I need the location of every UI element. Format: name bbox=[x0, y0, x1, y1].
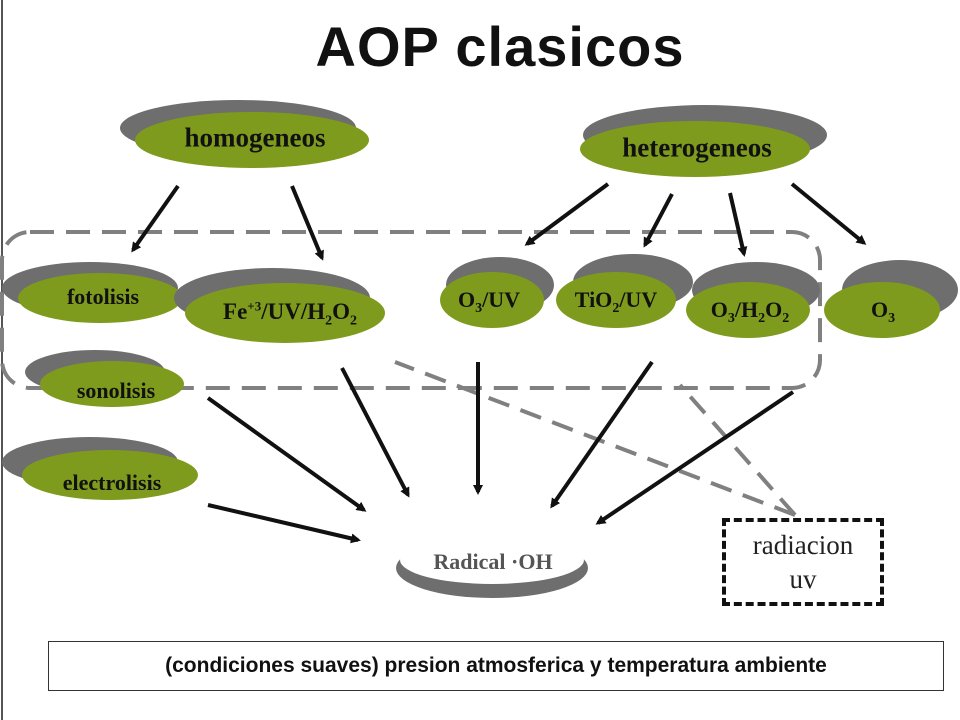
label-sonolisis: sonolisis bbox=[76, 378, 156, 403]
radiation-line2: uv bbox=[789, 564, 817, 594]
conditions-footer: (condiciones suaves) presion atmosferica… bbox=[48, 641, 944, 691]
arrow-heterogeneos-tio2-uv bbox=[643, 193, 674, 248]
radiation-line1: radiacion bbox=[752, 530, 854, 560]
node-fenton bbox=[174, 268, 385, 343]
arrow-heterogeneos-o3 bbox=[790, 182, 867, 245]
arrow-tio2-uv-radical bbox=[550, 360, 654, 509]
arrow-homogeneos-fotolisis bbox=[131, 184, 180, 253]
node-homogeneos bbox=[120, 100, 369, 168]
node-fotolisis bbox=[2, 262, 182, 323]
radiation-uv-box: radiacion uv bbox=[722, 518, 884, 606]
label-electrolisis: electrolisis bbox=[62, 470, 162, 495]
label-tio2-uv: TiO2/UV bbox=[574, 286, 658, 317]
radiation-link-line-left bbox=[394, 360, 796, 517]
label-o3: O3 bbox=[870, 296, 896, 327]
node-o3-h2o2 bbox=[686, 262, 820, 338]
node-sonolisis bbox=[25, 350, 184, 407]
arrow-electrolisis-radical bbox=[207, 503, 361, 544]
uv-group-dashed-frame bbox=[0, 230, 822, 390]
label-radical-oh: Radical ·OH bbox=[433, 549, 553, 574]
page-title: AOP clasicos bbox=[315, 15, 685, 78]
label-fotolisis: fotolisis bbox=[66, 284, 140, 309]
radiation-link-line-right bbox=[678, 383, 797, 517]
arrow-homogeneos-fenton bbox=[290, 185, 324, 261]
node-o3-uv bbox=[440, 257, 554, 328]
node-o3 bbox=[824, 260, 958, 338]
label-heterogeneos: heterogeneos bbox=[622, 132, 772, 163]
node-tio2-uv bbox=[556, 254, 693, 328]
label-fenton: Fe+3/UV/H2O2 bbox=[223, 298, 357, 329]
arrow-heterogeneos-o3-h2o2 bbox=[728, 192, 748, 257]
arrow-fenton-radical bbox=[340, 367, 410, 498]
node-heterogeneos bbox=[580, 105, 827, 177]
label-o3-uv: O3/UV bbox=[457, 286, 521, 317]
node-electrolisis bbox=[2, 437, 198, 500]
arrow-sonolisis-radical bbox=[206, 396, 367, 512]
arrow-heterogeneos-o3-uv bbox=[524, 182, 610, 246]
node-radical-oh bbox=[396, 536, 588, 598]
left-border-line bbox=[1, 0, 3, 720]
label-homogeneos: homogeneos bbox=[184, 122, 326, 153]
label-o3-h2o2: O3/H2O2 bbox=[710, 296, 790, 327]
arrow-o3-radical bbox=[595, 390, 795, 525]
